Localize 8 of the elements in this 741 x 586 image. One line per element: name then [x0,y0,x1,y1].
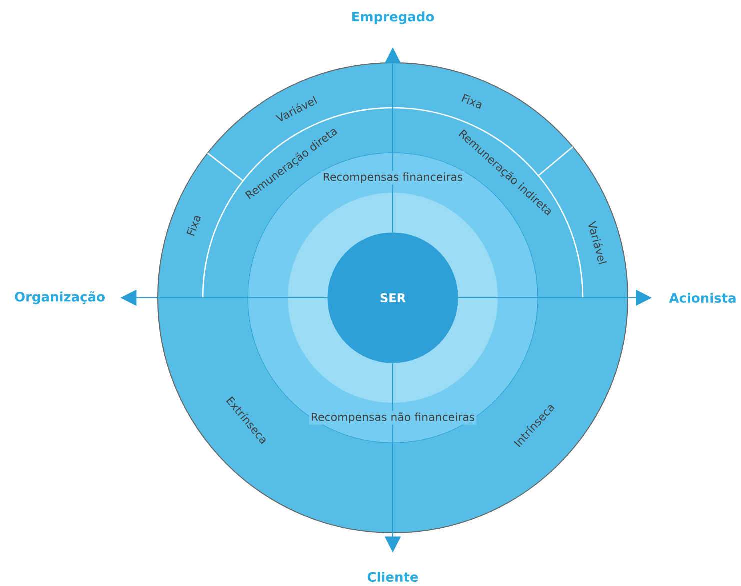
ring-label: Fixa [186,216,202,236]
stakeholder-label: Empregado [352,12,434,24]
ring-label: Recompensas não financeiras [309,411,477,425]
ring-label: Fixa [462,94,482,109]
stakeholder-label: Acionista [669,292,736,304]
stakeholder-label: Organização [15,292,105,304]
ring-label: Variável [588,220,608,265]
stakeholder-label: Cliente [368,572,418,582]
